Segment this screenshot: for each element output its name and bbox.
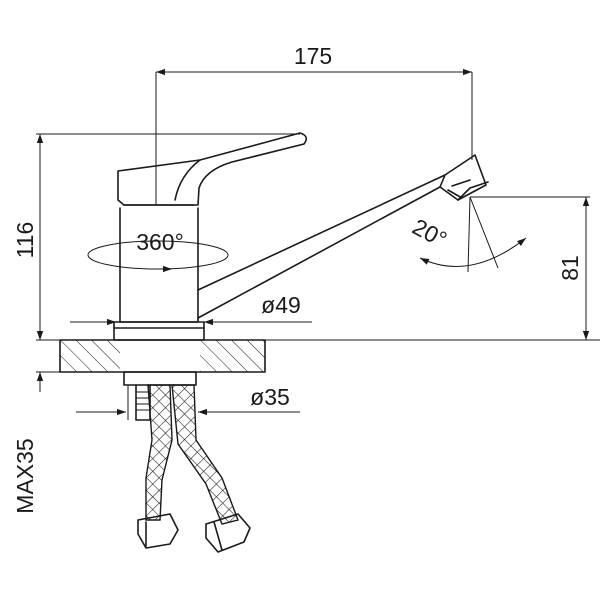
body-diameter-label: ø49 [261,292,301,318]
spout [197,154,489,319]
height-right-label: 81 [557,255,583,281]
height-left-label: 116 [12,222,38,259]
rotation-indicator: 360° [87,229,229,273]
dimension-body-diameter: ø49 [70,292,312,326]
dimension-height-right: 81 [470,196,590,340]
dimension-shank-diameter: ø35 [76,384,300,420]
swing-angle: 20° [408,196,527,273]
dimension-width: 175 [155,43,473,205]
swing-angle-label: 20° [408,213,451,252]
shank-diameter-label: ø35 [250,384,290,410]
width-label: 175 [294,43,332,69]
lever-handle [117,132,308,206]
flexible-hoses [135,384,251,553]
countertop [59,339,266,373]
dimension-max-thickness: MAX35 [12,318,60,514]
max-thickness-label: MAX35 [12,438,38,513]
dimension-height-left: 116 [12,133,600,341]
rotation-label: 360° [136,229,184,255]
